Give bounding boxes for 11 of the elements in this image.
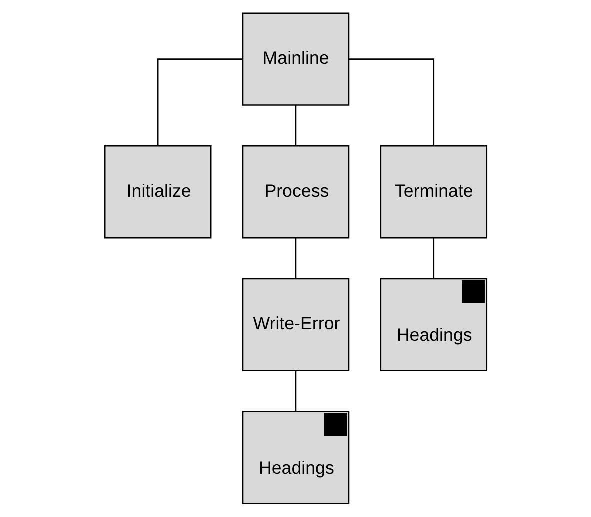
node-box: Initialize — [104, 146, 212, 239]
node-box: Mainline — [242, 12, 350, 106]
connector — [294, 105, 296, 146]
node-box: Terminate — [380, 146, 488, 239]
connector — [156, 58, 242, 146]
node-box: Process — [242, 146, 350, 239]
node-box: Write-Error — [242, 278, 350, 372]
connector — [294, 238, 296, 279]
connector — [432, 238, 434, 279]
connector — [348, 58, 434, 146]
connector — [294, 370, 296, 412]
